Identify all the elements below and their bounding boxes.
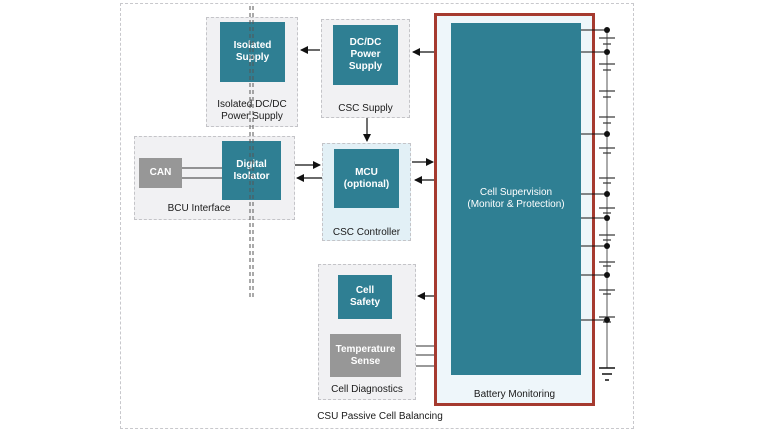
outer-frame-label: CSU Passive Cell Balancing (317, 411, 443, 422)
battery-cell-stack (581, 27, 615, 381)
mcu-block[interactable]: MCU (optional) (334, 149, 399, 208)
dcdc-power-supply-block[interactable]: DC/DC Power Supply (333, 25, 398, 85)
isolated-supply-label: Isolated DC/DC Power Supply (217, 99, 287, 122)
digital-isolator-block[interactable]: Digital Isolator (222, 141, 281, 200)
battery-tap-node (604, 27, 610, 33)
battery-tap-node (604, 317, 610, 323)
temperature-sense-block[interactable]: Temperature Sense (330, 334, 401, 377)
battery-monitoring-label: Battery Monitoring (473, 389, 556, 400)
isolation-barrier (249, 6, 254, 300)
cell-safety-block[interactable]: Cell Safety (338, 275, 392, 319)
battery-tap-node (604, 215, 610, 221)
battery-tap-node (604, 49, 610, 55)
csc-supply-label: CSC Supply (338, 103, 393, 114)
battery-tap-node (604, 131, 610, 137)
csc-controller-label: CSC Controller (332, 227, 401, 238)
battery-tap-node (604, 243, 610, 249)
bcu-interface-label: BCU Interface (167, 203, 231, 214)
cell-diagnostics-label: Cell Diagnostics (331, 384, 403, 395)
can-block[interactable]: CAN (139, 158, 182, 188)
outer-frame (120, 3, 634, 429)
cell-supervision-block[interactable]: Cell Supervision (Monitor & Protection) (451, 23, 581, 375)
battery-tap-node (604, 191, 610, 197)
battery-tap-node (604, 272, 610, 278)
